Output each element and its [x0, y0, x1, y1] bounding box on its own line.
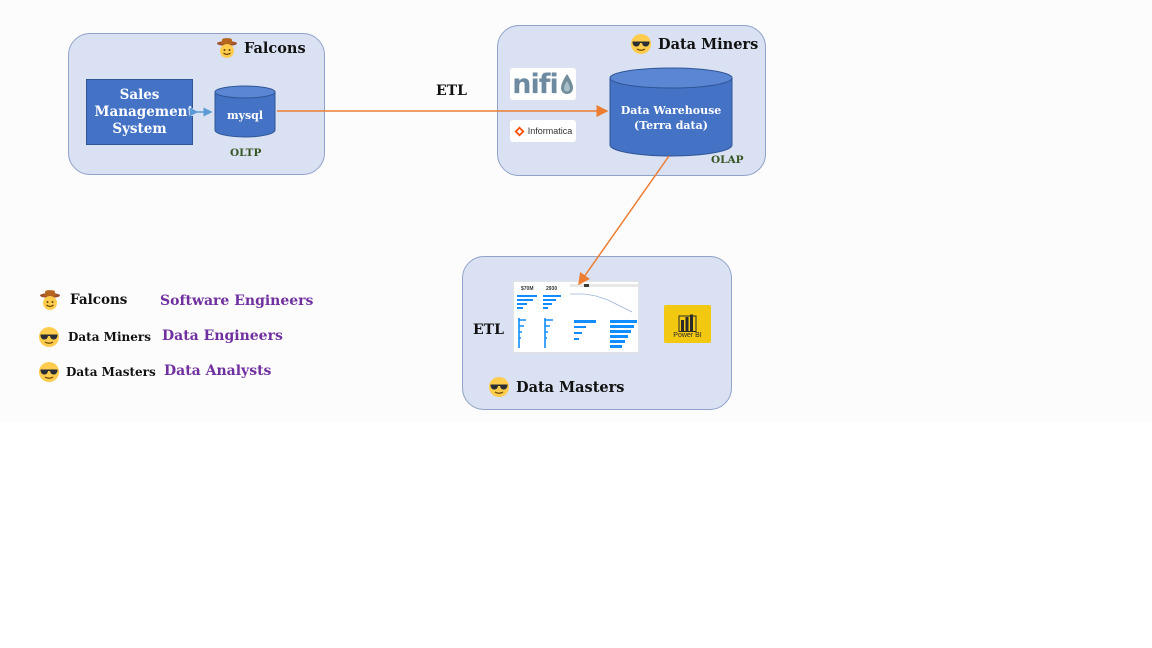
powerbi-logo: Power BI	[664, 305, 711, 343]
legend-role-data-masters: Data Analysts	[164, 363, 272, 379]
nifi-drop-icon	[560, 74, 573, 94]
falcons-title-text: Falcons	[244, 39, 306, 57]
legend-row-falcons: Falcons	[39, 289, 127, 311]
data-miners-group-title: Data Miners	[630, 33, 758, 55]
data-warehouse-label-line1: Data Warehouse	[620, 104, 722, 117]
legend-row-data-masters: Data Masters	[38, 361, 156, 383]
data-warehouse-label-line2: (Terra data)	[634, 119, 708, 132]
powerbi-logo-text: Power BI	[673, 332, 702, 339]
legend-name-data-miners: Data Miners	[68, 330, 151, 344]
data-masters-group-title: Data Masters	[488, 376, 624, 398]
etl-reports-label: ETL	[473, 322, 504, 338]
dashboard-charts	[517, 284, 638, 348]
informatica-icon	[514, 126, 525, 136]
mysql-label: mysql	[226, 109, 264, 122]
etl-top-label: ETL	[436, 83, 467, 99]
oltp-label: OLTP	[230, 147, 262, 159]
legend-role-data-miners: Data Engineers	[162, 328, 283, 344]
legend-role-falcons: Software Engineers	[160, 293, 314, 309]
sunglasses-emoji-icon	[489, 377, 509, 397]
diagram-canvas: Falcons Sales Management System mysql OL…	[38, 25, 766, 410]
data-warehouse-node	[609, 67, 733, 157]
legend-name-data-masters: Data Masters	[66, 365, 156, 379]
data-warehouse-label: Data Warehouse (Terra data)	[608, 103, 734, 133]
dashboard-thumbnail: $70M 2930	[513, 281, 639, 353]
informatica-logo: Informatica	[510, 120, 576, 142]
mysql-database-node	[214, 85, 276, 138]
nifi-logo: nifi	[510, 68, 576, 100]
powerbi-icon	[678, 314, 696, 332]
nifi-logo-text: nifi	[512, 68, 558, 100]
sunglasses-emoji-icon	[39, 362, 59, 382]
olap-label: OLAP	[711, 154, 744, 166]
sunglasses-emoji-icon	[39, 327, 59, 347]
sunglasses-emoji-icon	[631, 34, 651, 54]
legend-name-falcons: Falcons	[70, 292, 128, 308]
legend-row-data-miners: Data Miners	[38, 326, 151, 348]
sales-management-system-node: Sales Management System	[86, 79, 194, 145]
sales-management-system-label: Sales Management System	[94, 86, 194, 137]
dashboard-kpi-1: $70M	[521, 286, 534, 292]
cowboy-emoji-icon	[40, 290, 60, 310]
data-masters-title-text: Data Masters	[516, 378, 625, 396]
cowboy-emoji-icon	[217, 38, 237, 58]
falcons-group-title: Falcons	[216, 37, 306, 59]
informatica-logo-text: Informatica	[527, 126, 573, 136]
data-miners-title-text: Data Miners	[658, 35, 759, 53]
dashboard-kpi-2: 2930	[546, 286, 558, 292]
